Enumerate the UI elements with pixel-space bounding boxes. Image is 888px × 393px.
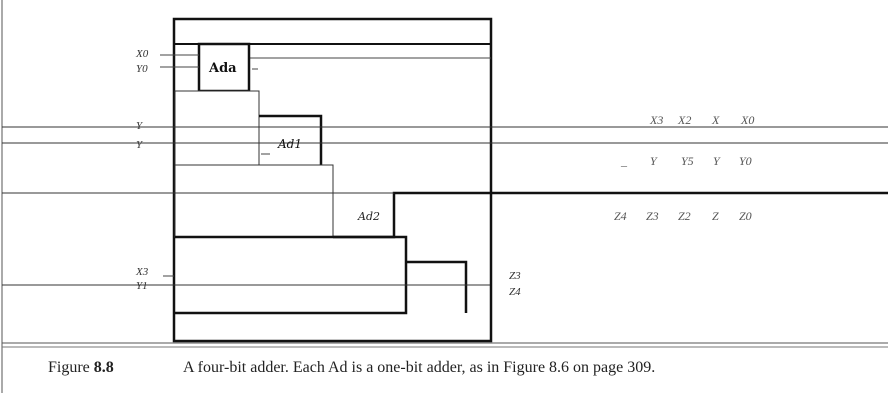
- eq-z0: Z0: [739, 209, 752, 223]
- caption-text: A four-bit adder. Each Ad is a one-bit a…: [183, 359, 656, 376]
- block-ad2-label: Ad2: [357, 210, 380, 223]
- stage-3-box: [175, 235, 408, 315]
- eq-z: Z: [712, 209, 719, 223]
- eq-z2: Z2: [678, 209, 691, 223]
- eq-y0: Y0: [739, 154, 752, 168]
- eq-z4: Z4: [614, 209, 627, 223]
- eq-x: X: [711, 113, 720, 127]
- stage-1-box: [174, 90, 260, 166]
- input-label-y-2: Y: [136, 139, 144, 151]
- eq-x3: X3: [649, 113, 663, 127]
- input-label-x0: X0: [135, 48, 149, 60]
- figure-caption: Figure 8.8 A four-bit adder. Each Ad is …: [0, 356, 888, 386]
- input-label-y: Y: [136, 120, 144, 132]
- adder-outer-box: [172, 17, 493, 343]
- figure-word: Figure: [48, 359, 90, 376]
- block-ad1: [259, 114, 323, 165]
- eq-z3: Z3: [646, 209, 659, 223]
- block-ad1-label: Ad1: [277, 137, 302, 151]
- figure-number: 8.8: [93, 359, 114, 376]
- input-label-y0: Y0: [136, 63, 148, 75]
- block-ada-label: Ada: [208, 61, 237, 76]
- block-ad2: [333, 191, 888, 239]
- output-label-z3: Z3: [509, 270, 521, 282]
- eq-plus-sign: _: [620, 154, 628, 168]
- input-label-x3: X3: [135, 266, 149, 278]
- stage-2-box: [174, 164, 334, 238]
- input-label-y1: Y1: [136, 280, 148, 292]
- block-ad3: [406, 260, 468, 313]
- eq-y5: Y5: [681, 154, 694, 168]
- eq-y: Y: [650, 154, 658, 168]
- eq-x0: X0: [740, 113, 754, 127]
- figure-label: Figure 8.8: [48, 359, 114, 377]
- eq-x2: X2: [677, 113, 691, 127]
- eq-y-2: Y: [713, 154, 721, 168]
- output-label-z4: Z4: [509, 286, 521, 298]
- block-ada: [197, 42, 251, 93]
